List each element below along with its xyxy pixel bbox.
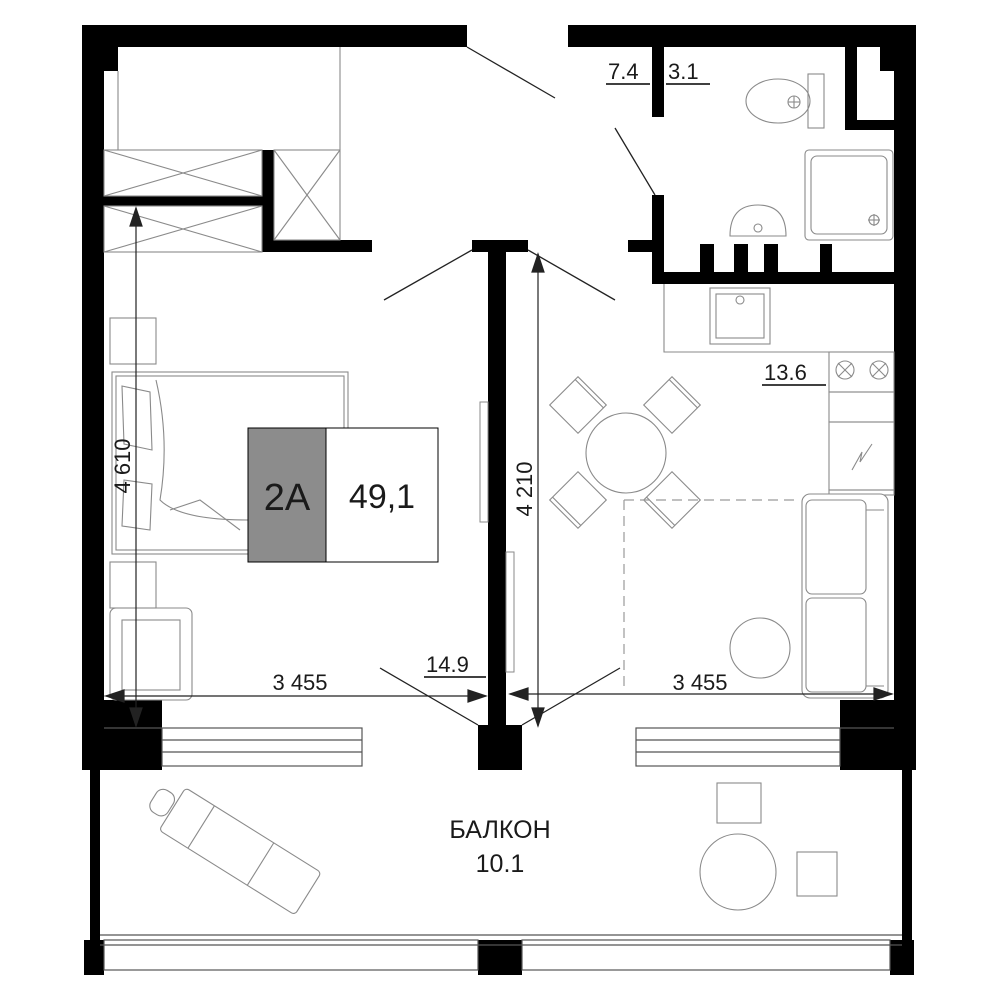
balcony-left-wall [90,770,100,975]
closet-wall-h [104,196,264,206]
bathroom-fixtures [729,73,894,241]
room-labels: 7.4 3.1 13.6 14.9 БАЛКОН 10.1 [424,59,826,878]
kitchen-door-leaf [527,249,616,301]
balcony-right-wall [902,770,912,975]
sink [729,204,787,237]
bathroom-area-label: 3.1 [668,59,699,84]
kitchen-sink [709,287,771,345]
kitchen-furniture [663,284,895,496]
bedroom-depth-label: 4 610 [110,438,135,493]
balcony-area-label: 10.1 [476,850,525,878]
dimension-labels: 3 455 3 455 4 610 4 210 [110,438,728,695]
dining-table [585,412,667,494]
shower-tray [804,149,894,241]
bedroom-width-label: 3 455 [272,670,327,695]
badge-area-bg [325,427,439,563]
balcony-furniture [149,782,838,914]
unit-type-code: 2A [264,477,311,519]
bedroom-area-label: 14.9 [426,652,469,677]
living-rug [623,499,800,692]
balcony-stool-1 [716,782,762,824]
hall-area-label: 7.4 [608,59,639,84]
living-width-label: 3 455 [672,670,727,695]
nightstand-top [109,317,157,365]
kitchen-area-label: 13.6 [764,360,807,385]
entrance-door-leaf [466,46,556,99]
top-wall-right [568,25,916,47]
dimension-lines [104,206,894,728]
bathroom-wall [652,195,664,277]
balcony-stool-2 [796,851,838,897]
left-wall [82,25,104,770]
balcony-table [699,833,777,911]
balcony-label: БАЛКОН [449,816,550,844]
bedroom-door-leaf [383,249,473,301]
partition-wall [488,248,506,730]
right-wall-pier [840,700,896,770]
toilet [745,78,811,124]
lounger [149,788,321,914]
right-wall [894,25,916,770]
armchair [109,607,193,701]
unit-badge: 2A 49,1 [247,427,439,563]
bedroom-window [161,727,363,767]
wardrobe [103,47,341,253]
walls [82,25,916,975]
top-wall-left [82,25,467,47]
sofa [729,493,889,699]
closet-wall-v [262,150,274,250]
bathroom-door-leaf [614,127,656,196]
dining-set [548,375,702,530]
badge-type-bg [247,427,327,563]
balcony-railing [100,934,902,971]
unit-total-area: 49,1 [349,478,415,516]
center-pier [478,725,522,770]
living-depth-label: 4 210 [512,461,537,516]
coffee-table [729,617,791,679]
living-window [635,727,841,767]
windows [104,727,894,767]
